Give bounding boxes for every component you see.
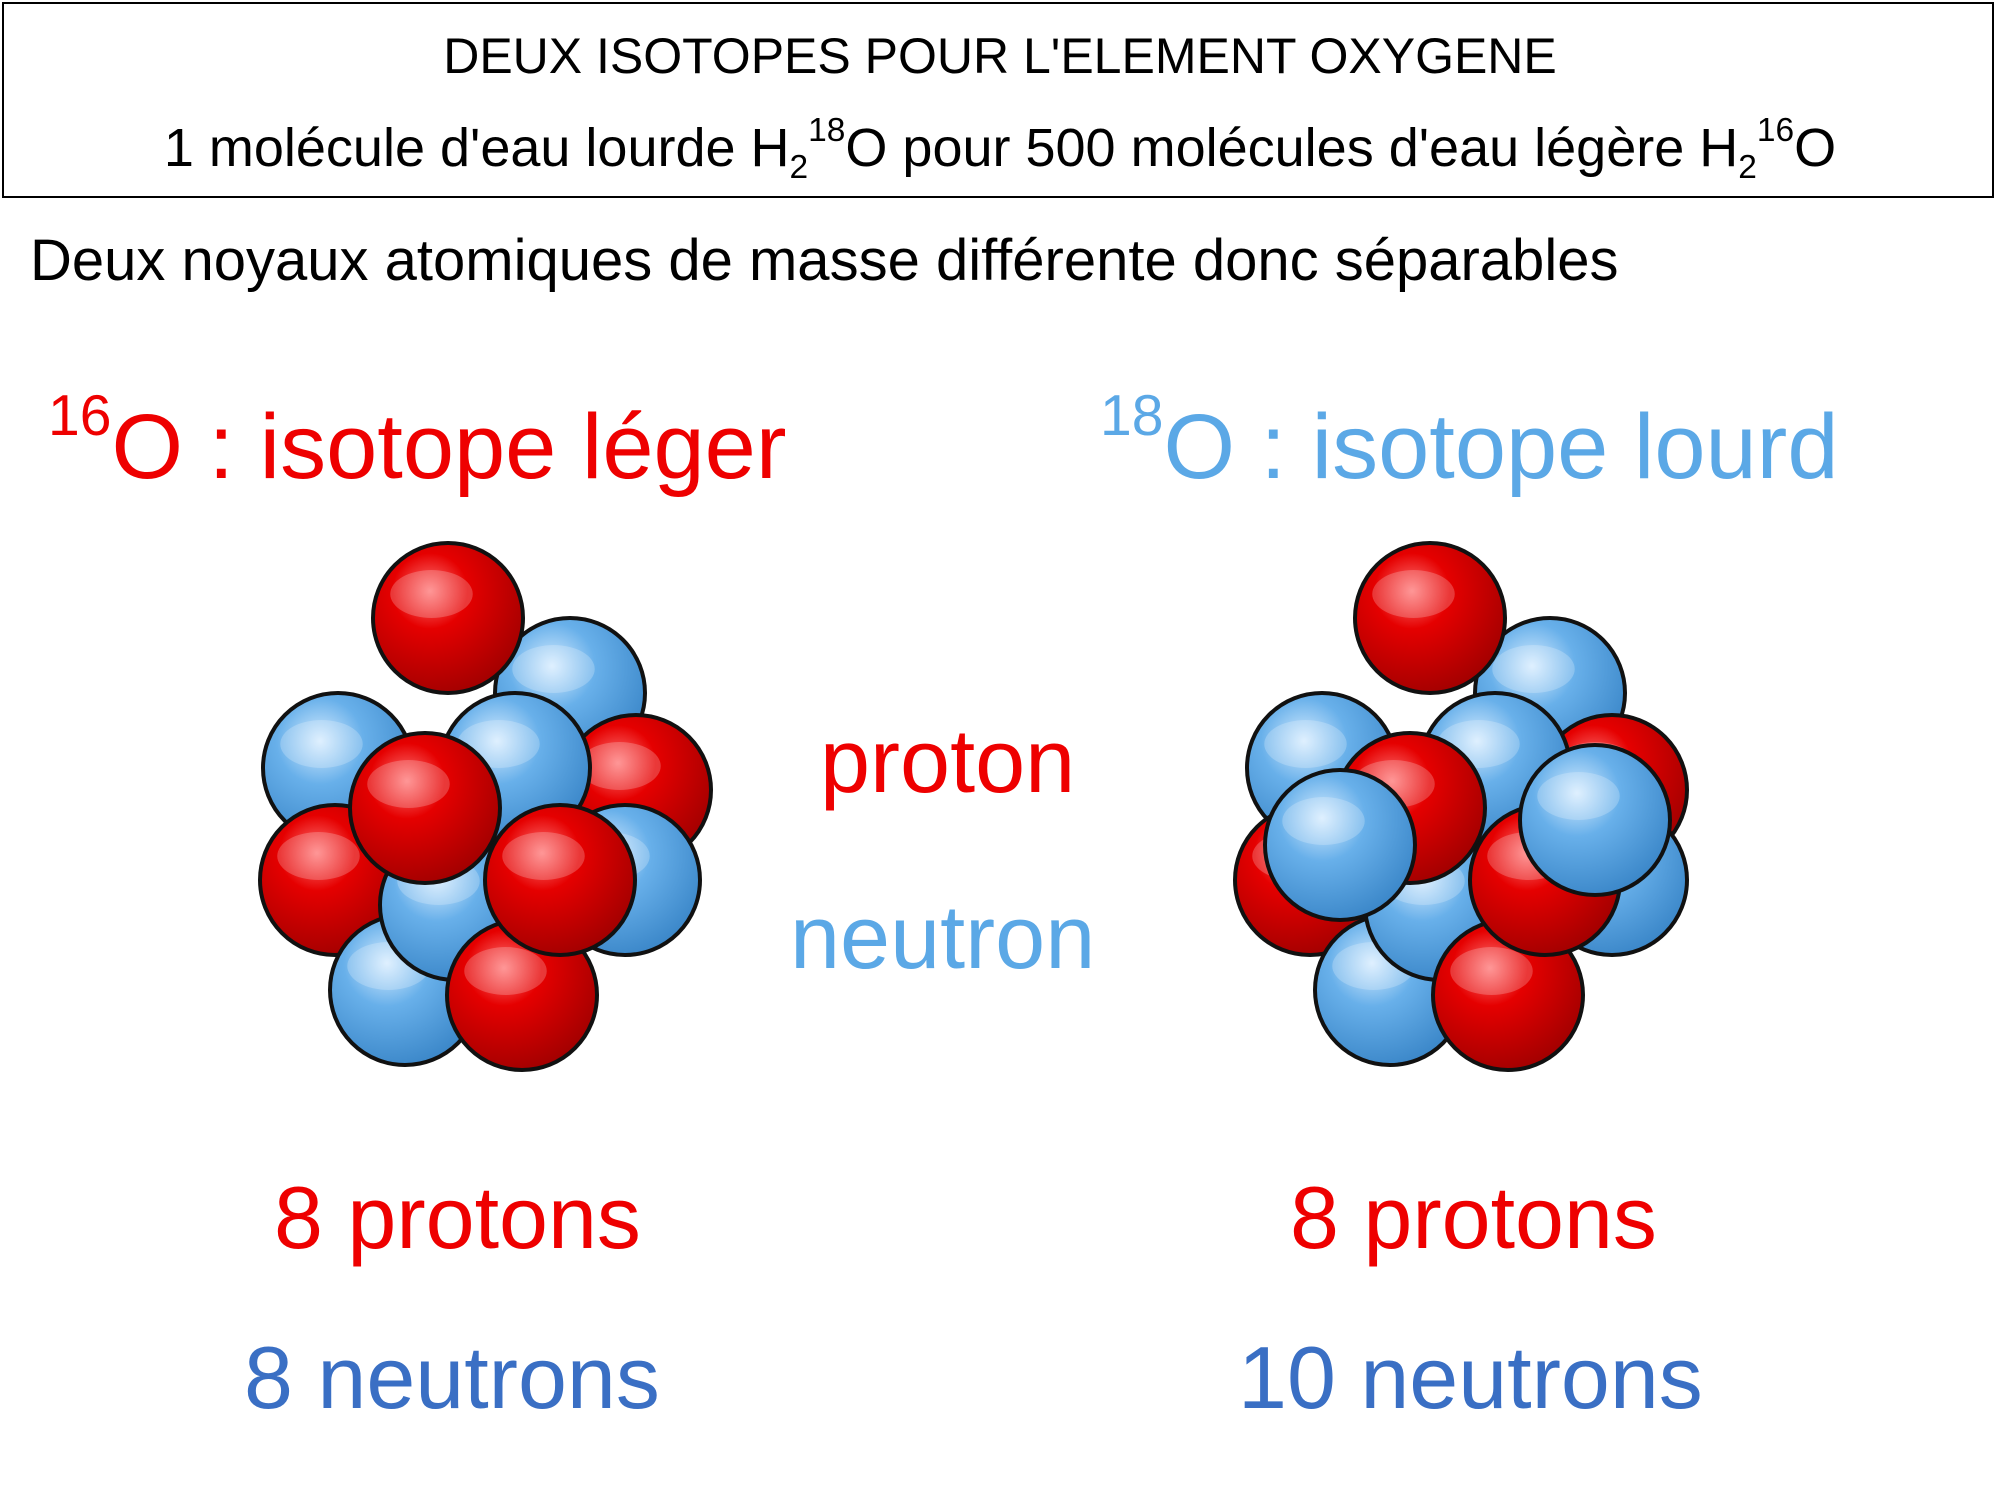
heavy-nucleus-diagram <box>1233 541 1689 1072</box>
sphere-highlight <box>1264 720 1347 768</box>
light-isotope-label: O : isotope léger <box>111 396 787 498</box>
heavy-proton-count: 8 protons <box>1290 1168 1657 1267</box>
sphere-highlight <box>1537 772 1620 820</box>
proton-sphere-2 <box>1353 541 1507 695</box>
heavy-isotope-title: 18O : isotope lourd <box>1100 388 1839 502</box>
proton-sphere-12 <box>483 803 637 957</box>
sphere-highlight <box>367 760 450 808</box>
sphere-highlight <box>464 947 547 995</box>
heavy-isotope-mass: 18 <box>1100 384 1164 449</box>
proton-sphere-11 <box>348 731 502 885</box>
ratio-sub-2: 2 <box>1738 148 1757 186</box>
ratio-text-post: O <box>1794 118 1837 178</box>
sphere-highlight <box>512 645 595 693</box>
sphere-highlight <box>1372 570 1455 618</box>
proton-sphere-2 <box>371 541 525 695</box>
header-box: DEUX ISOTOPES POUR L'ELEMENT OXYGENE 1 m… <box>2 2 1994 198</box>
sphere-highlight <box>280 720 363 768</box>
sphere-highlight <box>1450 947 1533 995</box>
neutron-sphere-14 <box>1518 743 1672 897</box>
ratio-sup-1: 18 <box>808 111 846 149</box>
header-title: DEUX ISOTOPES POUR L'ELEMENT OXYGENE <box>443 28 1557 84</box>
subtitle: Deux noyaux atomiques de masse différent… <box>30 228 1619 293</box>
ratio-text-pre: 1 molécule d'eau lourde H <box>163 118 790 178</box>
heavy-isotope-label: O : isotope lourd <box>1163 396 1839 498</box>
light-proton-count: 8 protons <box>274 1168 641 1267</box>
legend-neutron: neutron <box>790 888 1096 988</box>
light-nucleus-diagram <box>258 541 713 1072</box>
light-isotope-mass: 16 <box>48 384 112 449</box>
ratio-sup-2: 16 <box>1756 111 1795 149</box>
heavy-neutron-count: 10 neutrons <box>1238 1328 1703 1427</box>
sphere-highlight <box>277 832 360 880</box>
sphere-highlight <box>1282 797 1365 845</box>
light-isotope-title: 16O : isotope léger <box>48 388 787 502</box>
sphere-highlight <box>502 832 585 880</box>
neutron-sphere-13 <box>1263 768 1417 922</box>
header-ratio-line: 1 molécule d'eau lourde H218O pour 500 m… <box>4 114 1996 184</box>
light-neutron-count: 8 neutrons <box>244 1328 660 1427</box>
sphere-highlight <box>578 742 661 790</box>
ratio-text-mid: O pour 500 molécules d'eau légère H <box>845 118 1739 178</box>
ratio-sub-1: 2 <box>789 148 809 186</box>
legend-proton: proton <box>820 712 1076 812</box>
sphere-highlight <box>1492 645 1575 693</box>
sphere-highlight <box>390 570 473 618</box>
